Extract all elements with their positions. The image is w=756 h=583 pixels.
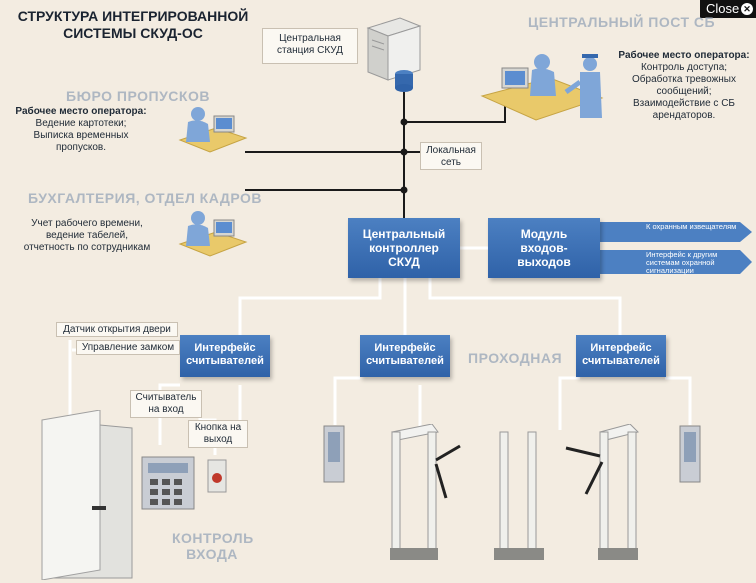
arrow-other-systems-label: Интерфейс к другим системам охранной сиг… [646, 250, 718, 275]
zone-title-entry-control: КОНТРОЛЬ ВХОДА [172, 530, 254, 562]
zone-title-pass-bureau: БЮРО ПРОПУСКОВ [66, 88, 210, 104]
zone-title-passage: ПРОХОДНАЯ [468, 350, 563, 366]
passage-reader-left-icon [323, 425, 345, 483]
server-icon [366, 17, 422, 92]
page-title: СТРУКТУРА ИНТЕГРИРОВАННОЙ СИСТЕМЫ СКУД-О… [17, 8, 249, 41]
keypad-reader-icon [141, 456, 195, 510]
operator-icon [534, 54, 550, 70]
io-module-box: Модуль входов- выходов [488, 218, 600, 278]
accounting-text: Учет рабочего времени, ведение табелей, … [23, 218, 151, 253]
zone-title-accounting: БУХГАЛТЕРИЯ, ОТДЕЛ КАДРОВ [28, 190, 262, 206]
guard-icon [583, 57, 597, 71]
exit-button-label: Кнопка на выход [188, 420, 248, 448]
local-network-label: Локальная сеть [420, 142, 482, 170]
bus-right [428, 278, 622, 335]
operator-icon [191, 211, 205, 225]
reader-interface-1: Интерфейс считывателей [180, 335, 270, 377]
exit-button-icon [207, 459, 227, 493]
pass-bureau-operator-text: Рабочее место оператора: Ведение картоте… [15, 106, 147, 153]
pass-bureau-workstation [178, 107, 248, 153]
bus-left [238, 278, 382, 335]
reader-interface-2: Интерфейс считывателей [360, 335, 450, 377]
entry-reader-label: Считыватель на вход [130, 390, 202, 418]
security-post-link [404, 105, 506, 123]
door-icon [41, 410, 133, 580]
lock-control-label: Управление замком [76, 340, 180, 355]
turnstile-right-icon [565, 424, 639, 560]
passage-reader-right-icon [679, 425, 701, 483]
zone-title-security-post: ЦЕНТРАЛЬНЫЙ ПОСТ СБ [528, 14, 716, 30]
central-station-label: Центральная станция СКУД [262, 28, 358, 64]
security-post-operator-text: Рабочее место оператора: Контроль доступ… [618, 50, 750, 121]
door-handle-icon [92, 506, 106, 510]
turnstile-center-icon [494, 431, 544, 560]
close-icon: ✕ [741, 3, 753, 15]
central-controller-box: Центральный контроллер СКУД [348, 218, 460, 278]
door-sensor-label: Датчик открытия двери [56, 322, 178, 337]
arrow-other-systems-shape [600, 250, 752, 274]
arrow-detectors-shape [600, 222, 752, 242]
operator-icon [191, 107, 205, 121]
reader-interface-3: Интерфейс считывателей [576, 335, 666, 377]
close-button[interactable]: Close ✕ [700, 0, 756, 18]
turnstile-left-icon [390, 424, 461, 560]
arrow-detectors-label: К охранным извещателям [646, 222, 737, 231]
accounting-workstation [178, 211, 248, 257]
security-post-workstation [480, 54, 604, 121]
